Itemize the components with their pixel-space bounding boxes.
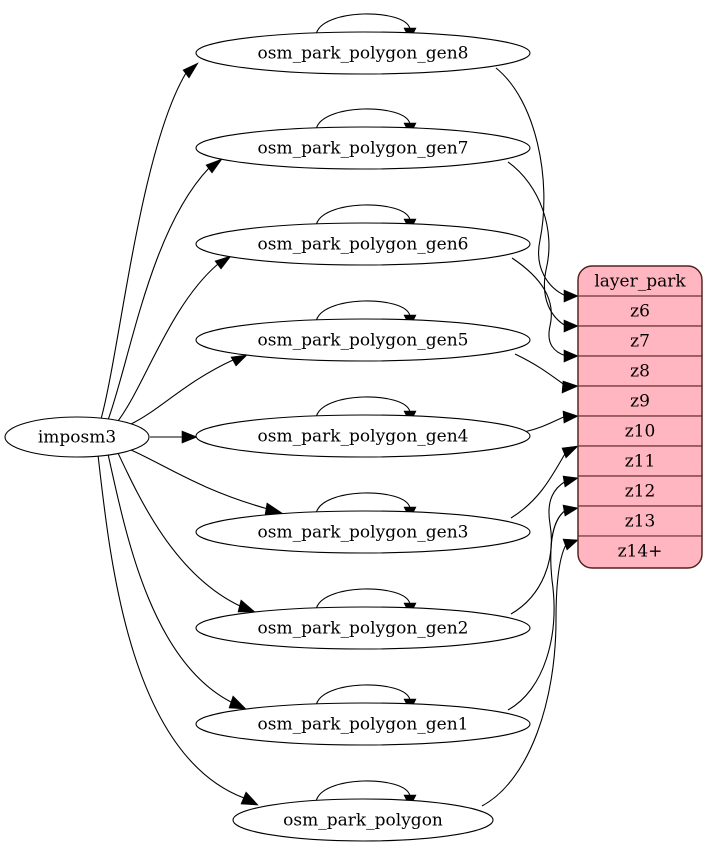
self-loop-gen2 bbox=[315, 588, 411, 611]
polygon-ellipse[interactable] bbox=[232, 798, 494, 842]
edge-imposm3-to-gen7 bbox=[107, 167, 210, 421]
gen6-label: osm_park_polygon_gen6 bbox=[258, 235, 469, 255]
table-row-z6[interactable] bbox=[577, 295, 703, 327]
node-gen7[interactable]: osm_park_polygon_gen7 bbox=[195, 126, 531, 170]
arrowhead-z8 bbox=[563, 349, 579, 363]
node-gen8[interactable]: osm_park_polygon_gen8 bbox=[195, 31, 531, 75]
gen7-ellipse[interactable] bbox=[195, 126, 531, 170]
edge-imposm3-to-gen3 bbox=[130, 449, 269, 510]
arrowhead-z6 bbox=[563, 289, 579, 303]
gen8-label: osm_park_polygon_gen8 bbox=[258, 44, 469, 64]
arrowhead-gen7 bbox=[205, 158, 223, 174]
arrowhead-gen1 bbox=[228, 695, 247, 710]
gen7-label: osm_park_polygon_gen7 bbox=[258, 139, 469, 159]
gen4-label: osm_park_polygon_gen4 bbox=[258, 427, 469, 447]
table-row-z12-label: z12 bbox=[625, 482, 656, 502]
table-row-z13[interactable] bbox=[577, 505, 703, 537]
table-row-z10-label: z10 bbox=[625, 422, 656, 442]
arrowhead-z14 bbox=[562, 538, 579, 551]
edge-gen8-to-z6 bbox=[495, 67, 567, 297]
edge-gen2-to-z12 bbox=[510, 480, 567, 615]
self-loop-gen8 bbox=[315, 13, 411, 36]
gen1-ellipse[interactable] bbox=[195, 702, 531, 746]
edges-nodes-to-table bbox=[481, 67, 579, 807]
edge-gen7-to-z7 bbox=[507, 161, 567, 327]
table-row-z6-label: z6 bbox=[630, 302, 650, 322]
arrowhead-gen4 bbox=[181, 430, 198, 444]
node-gen4[interactable]: osm_park_polygon_gen4 bbox=[195, 414, 531, 458]
arrowhead-z10 bbox=[562, 410, 579, 424]
self-loop-gen7 bbox=[315, 108, 411, 131]
table-row-z9-label: z9 bbox=[630, 392, 650, 412]
table-row-z8-label: z8 bbox=[630, 362, 650, 382]
imposm3-label: imposm3 bbox=[38, 428, 116, 448]
arrowhead-gen6 bbox=[214, 255, 232, 270]
self-loop-polygon bbox=[315, 780, 411, 803]
table-row-z13-label: z13 bbox=[625, 512, 656, 532]
edge-gen5-to-z9 bbox=[514, 353, 567, 387]
arrowhead-polygon bbox=[240, 791, 259, 806]
edge-gen3-to-z11 bbox=[510, 451, 567, 519]
node-gen6[interactable]: osm_park_polygon_gen6 bbox=[195, 222, 531, 266]
arrowhead-z9 bbox=[561, 380, 579, 394]
arrowhead-gen8 bbox=[182, 62, 199, 79]
gen6-ellipse[interactable] bbox=[195, 222, 531, 266]
node-polygon[interactable]: osm_park_polygon bbox=[232, 798, 494, 842]
edge-imposm3-to-gen6 bbox=[117, 263, 219, 422]
node-gen2[interactable]: osm_park_polygon_gen2 bbox=[195, 606, 531, 650]
node-gen5[interactable]: osm_park_polygon_gen5 bbox=[195, 318, 531, 362]
arrowhead-z11 bbox=[561, 445, 579, 459]
edge-polygon-to-z14 bbox=[481, 542, 568, 807]
table-row-z10[interactable] bbox=[577, 415, 703, 447]
arrowhead-gen3 bbox=[264, 502, 283, 516]
edge-gen4-to-z10 bbox=[523, 415, 567, 433]
edge-imposm3-to-polygon bbox=[97, 454, 245, 799]
arrowhead-gen5 bbox=[230, 354, 248, 367]
self-loop-gen4 bbox=[315, 396, 411, 419]
gen3-ellipse[interactable] bbox=[195, 510, 531, 554]
arrowhead-z7 bbox=[563, 319, 579, 333]
edge-gen6-to-z8 bbox=[511, 257, 567, 357]
layer-park-outline bbox=[577, 265, 703, 569]
gen5-label: osm_park_polygon_gen5 bbox=[258, 331, 469, 351]
node-gen1[interactable]: osm_park_polygon_gen1 bbox=[195, 702, 531, 746]
edge-gen1-to-z13 bbox=[507, 509, 567, 711]
edge-imposm3-to-gen1 bbox=[107, 453, 232, 703]
table-row-z7[interactable] bbox=[577, 325, 703, 357]
table-row-z11-label: z11 bbox=[625, 452, 656, 472]
table-row-z8[interactable] bbox=[577, 355, 703, 387]
gen1-label: osm_park_polygon_gen1 bbox=[258, 715, 469, 735]
arrowhead-gen2 bbox=[237, 599, 256, 613]
self-loop-gen3 bbox=[315, 492, 411, 515]
gen3-label: osm_park_polygon_gen3 bbox=[258, 523, 469, 543]
layer-park-header-label: layer_park bbox=[594, 272, 686, 292]
self-loop-gen6 bbox=[315, 204, 411, 227]
polygon-label: osm_park_polygon bbox=[283, 811, 443, 831]
node-imposm3[interactable]: imposm3 bbox=[4, 416, 150, 458]
gen2-label: osm_park_polygon_gen2 bbox=[258, 619, 469, 639]
table-row-z7-label: z7 bbox=[630, 332, 650, 352]
gen2-ellipse[interactable] bbox=[195, 606, 531, 650]
edge-imposm3-to-gen2 bbox=[117, 452, 241, 607]
edges-source-to-nodes bbox=[97, 62, 283, 806]
gen5-ellipse[interactable] bbox=[195, 318, 531, 362]
self-loop-gen1 bbox=[315, 684, 411, 707]
arrowhead-z13 bbox=[562, 504, 579, 517]
gen4-ellipse[interactable] bbox=[195, 414, 531, 458]
node-layer-park-table[interactable]: layer_park z6 z7 z8 z9 z10 z11 z12 z13 z… bbox=[577, 265, 703, 569]
edge-imposm3-to-gen8 bbox=[100, 72, 187, 420]
gen8-ellipse[interactable] bbox=[195, 31, 531, 75]
self-loop-gen5 bbox=[315, 300, 411, 323]
imposm3-ellipse[interactable] bbox=[4, 416, 150, 458]
table-row-z14plus-label: z14+ bbox=[618, 542, 663, 562]
node-gen3[interactable]: osm_park_polygon_gen3 bbox=[195, 510, 531, 554]
edge-imposm3-to-gen5 bbox=[130, 359, 234, 425]
arrowhead-z12 bbox=[562, 475, 579, 488]
